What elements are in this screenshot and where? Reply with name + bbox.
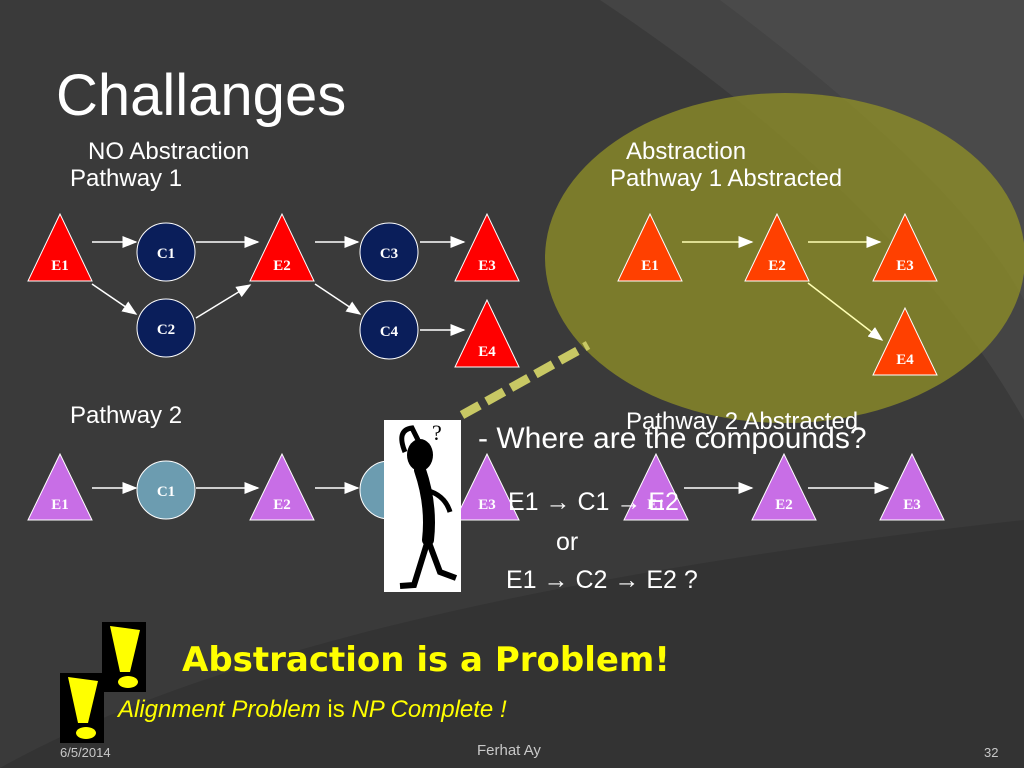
- option-two: E1 → C2 → E2 ?: [506, 566, 698, 594]
- svg-text:E3: E3: [478, 497, 496, 513]
- dashed-connector: [459, 341, 591, 419]
- np-complete-text: NP Complete !: [351, 696, 507, 723]
- svg-text:E3: E3: [478, 258, 496, 274]
- footer-date: 6/5/2014: [60, 745, 111, 760]
- exclamation-icon: [60, 673, 104, 743]
- enzyme-node: E1: [27, 452, 93, 521]
- svg-text:E1: E1: [641, 258, 659, 274]
- exclamation-icon: [102, 622, 146, 692]
- svg-text:E2: E2: [775, 497, 793, 513]
- enzyme-node: E1: [623, 452, 689, 521]
- enzyme-node: E2: [751, 452, 817, 521]
- enzyme-node: E3: [872, 212, 938, 282]
- problem-headline: Abstraction is a Problem!: [182, 640, 670, 680]
- footer-page-number: 32: [984, 745, 999, 760]
- pathway1-label: Pathway 1: [70, 165, 183, 192]
- svg-text:?: ?: [432, 420, 442, 445]
- svg-text:E2: E2: [273, 497, 291, 513]
- confused-man-icon: ?: [384, 420, 461, 592]
- compound-node: C4: [359, 300, 419, 360]
- alignment-problem-text: Alignment Problem: [118, 696, 321, 723]
- svg-text:C1: C1: [157, 246, 175, 262]
- svg-text:C4: C4: [380, 324, 399, 340]
- slide-title: Challanges: [56, 63, 347, 128]
- enzyme-node: E3: [454, 452, 520, 521]
- enzyme-node: E3: [879, 452, 945, 521]
- svg-text:C2: C2: [157, 322, 175, 338]
- footer-author: Ferhat Ay: [477, 742, 541, 759]
- compound-node: C1: [136, 460, 196, 520]
- compound-node: C3: [359, 222, 419, 282]
- pathway2-label: Pathway 2: [70, 402, 183, 429]
- pathway2-abstracted-label: Pathway 2 Abstracted: [626, 408, 859, 435]
- enzyme-node: E1: [27, 212, 93, 282]
- svg-text:C1: C1: [157, 484, 175, 500]
- svg-text:E2: E2: [768, 258, 786, 274]
- enzyme-node: E2: [249, 452, 315, 521]
- option-one: E1 → C1 → E2: [508, 488, 679, 516]
- svg-text:E1: E1: [51, 258, 69, 274]
- svg-text:C3: C3: [380, 246, 398, 262]
- svg-text:E4: E4: [478, 344, 496, 360]
- is-text: is: [320, 696, 352, 723]
- svg-text:E3: E3: [896, 258, 914, 274]
- svg-text:E1: E1: [647, 497, 665, 513]
- enzyme-node: E2: [744, 212, 810, 282]
- enzyme-node: E4: [454, 298, 520, 368]
- pathway1-abstracted-label: Pathway 1 Abstracted: [610, 165, 843, 192]
- np-complete-note: Alignment Problem is NP Complete !: [118, 696, 507, 724]
- svg-text:E4: E4: [896, 352, 914, 368]
- pathway1-edges: [91, 236, 466, 336]
- enzyme-node: E4: [872, 306, 938, 376]
- enzyme-node: E3: [454, 212, 520, 282]
- abstraction-heading: Abstraction: [626, 138, 747, 165]
- enzyme-node: E1: [617, 212, 683, 282]
- svg-text:E3: E3: [903, 497, 921, 513]
- svg-text:E1: E1: [51, 497, 69, 513]
- compound-node: C1: [136, 222, 196, 282]
- compounds-question: - Where are the compounds?: [478, 422, 867, 455]
- svg-text:E2: E2: [273, 258, 291, 274]
- enzyme-node: E2: [249, 212, 315, 282]
- or-text: or: [556, 528, 579, 556]
- pathway1-abstracted-edges: [682, 236, 884, 341]
- compound-node: C2: [136, 298, 196, 358]
- no-abstraction-heading: NO Abstraction: [88, 138, 250, 165]
